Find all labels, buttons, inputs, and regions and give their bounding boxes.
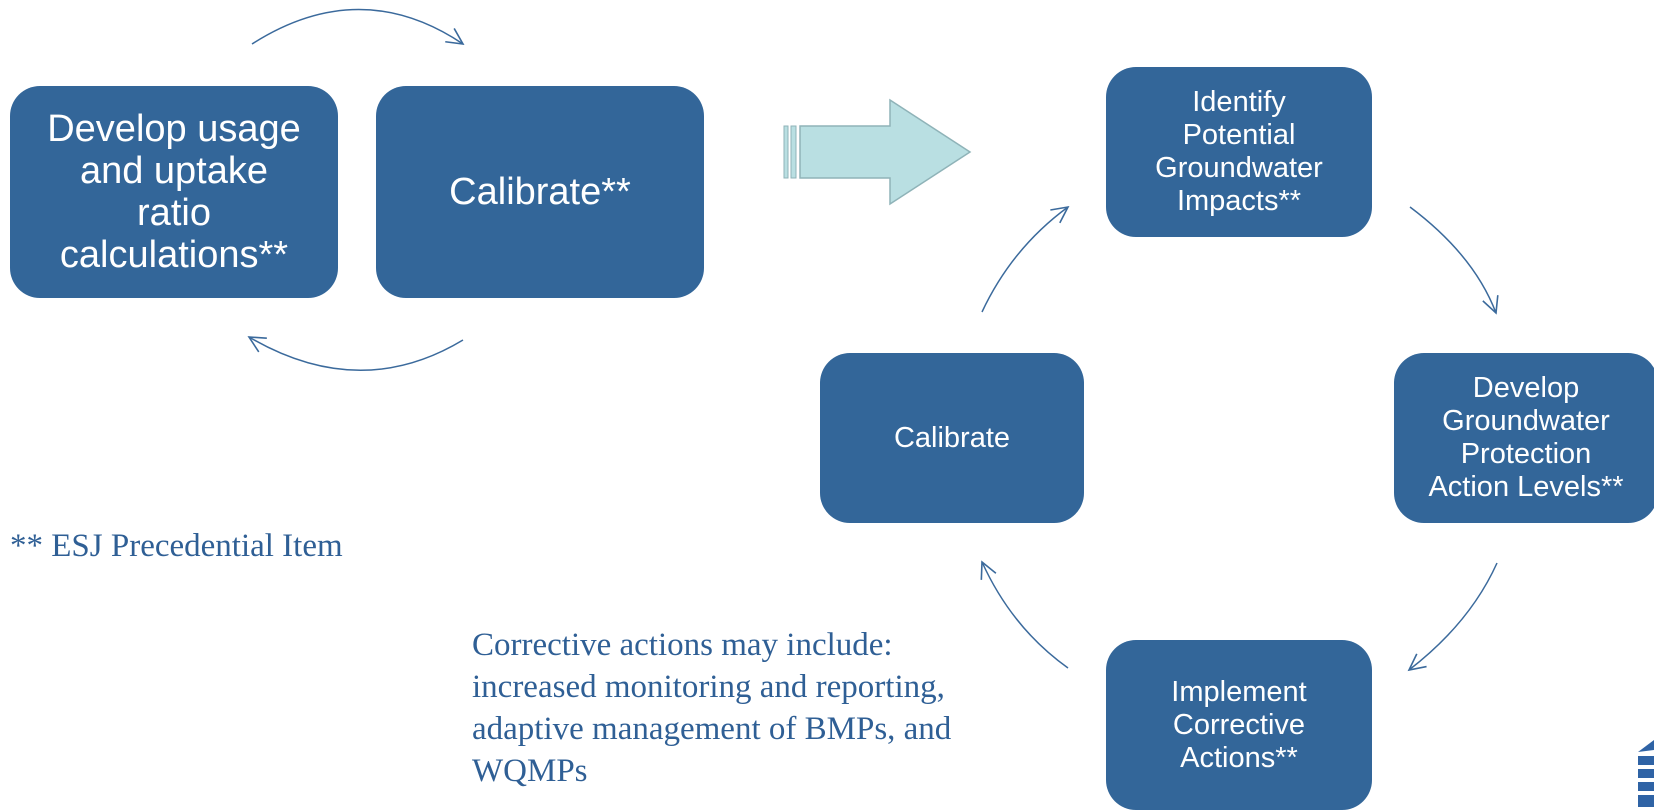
calibrate-box: Calibrate bbox=[820, 353, 1084, 523]
identify-impacts-box: Identify Potential Groundwater Impacts** bbox=[1106, 67, 1372, 237]
calibrate-star-label: Calibrate** bbox=[449, 171, 631, 213]
top-curved-arrow-icon bbox=[251, 8, 465, 45]
develop-usage-box: Develop usage and uptake ratio calculati… bbox=[10, 86, 338, 298]
develop-usage-label: Develop usage and uptake ratio calculati… bbox=[47, 108, 301, 276]
identify-impacts-label: Identify Potential Groundwater Impacts** bbox=[1155, 86, 1323, 217]
footnote-text: ** ESJ Precedential Item bbox=[10, 528, 343, 564]
block-right-arrow-icon bbox=[783, 98, 972, 206]
develop-action-levels-label: Develop Groundwater Protection Action Le… bbox=[1428, 372, 1624, 503]
corrective-actions-text: Corrective actions may include: increase… bbox=[472, 627, 952, 789]
implement-corrective-label: Implement Corrective Actions** bbox=[1171, 675, 1307, 774]
calibrate-label: Calibrate bbox=[893, 421, 1011, 454]
arrow-develop-to-implement-icon bbox=[1407, 562, 1498, 672]
arrow-calibrate-to-identify-icon bbox=[981, 205, 1070, 313]
calibrate-star-box: Calibrate** bbox=[376, 86, 704, 298]
arrow-identify-to-develop-icon bbox=[1409, 206, 1499, 315]
bottom-curved-arrow-icon bbox=[247, 336, 464, 371]
corner-logo-icon bbox=[1638, 740, 1654, 807]
implement-corrective-box: Implement Corrective Actions** bbox=[1106, 640, 1372, 810]
develop-action-levels-box: Develop Groundwater Protection Action Le… bbox=[1394, 353, 1654, 523]
arrow-implement-to-calibrate-icon bbox=[980, 560, 1069, 669]
